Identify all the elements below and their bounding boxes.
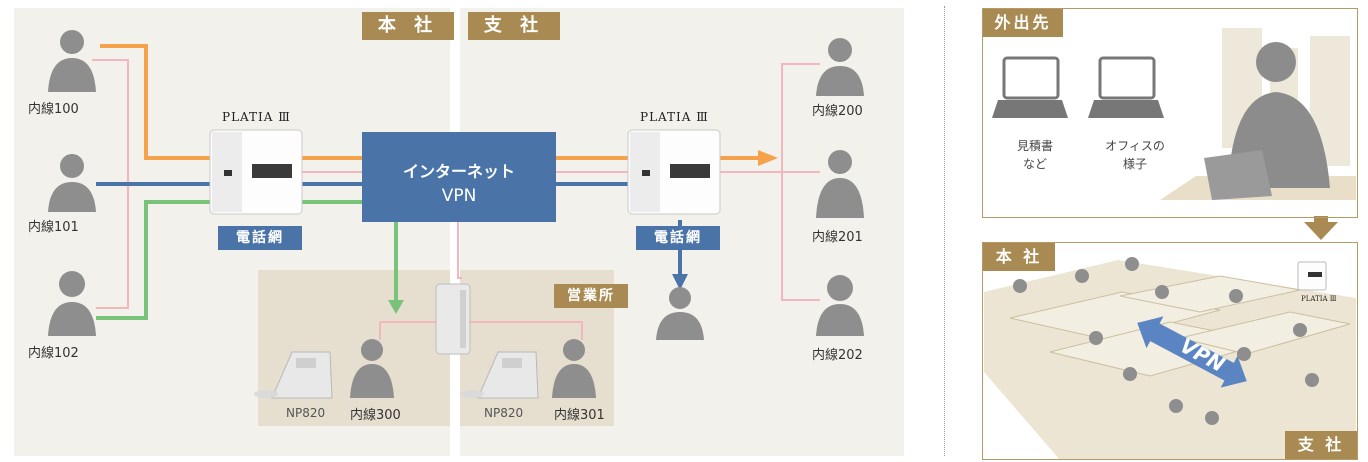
remote-location-label: 外出先 <box>983 9 1063 37</box>
laptop-caption: 見積書 など <box>1016 139 1053 171</box>
office-illustration-box: 本 社 支 社 VPN PLATIA Ⅲ <box>982 242 1358 460</box>
zone-label-shisha: 支 社 <box>468 12 560 40</box>
person-icon <box>552 339 596 398</box>
blue-arrow <box>672 274 688 290</box>
person-icon <box>656 287 704 340</box>
person-icon <box>816 38 864 96</box>
desk-phone-icon <box>460 351 539 399</box>
extension-label: 内線301 <box>554 408 605 423</box>
office-workers <box>1013 257 1319 425</box>
office-label-honsha: 本 社 <box>983 243 1055 271</box>
extension-label: 内線202 <box>812 348 863 363</box>
pbx-brand-label: PLATIA Ⅲ <box>222 110 291 124</box>
person-icon <box>350 339 394 398</box>
remote-location-box: 外出先 見積書 など オフィスの 様子 <box>982 8 1358 218</box>
zone-divider <box>450 8 460 456</box>
pbx-brand-label: PLATIA Ⅲ <box>1301 295 1337 303</box>
internet-subtitle: VPN <box>441 186 477 206</box>
green-arrow <box>388 300 404 314</box>
laptop-icon <box>992 56 1068 118</box>
vpn-double-arrow <box>1137 316 1247 388</box>
person-icon <box>48 271 96 336</box>
pink-branch-lan <box>380 321 583 340</box>
zone-label-sales-office: 営業所 <box>554 284 628 308</box>
desk-phone-icon <box>254 351 333 399</box>
internet-title: インターネット <box>402 162 515 181</box>
laptop-icon <box>1088 56 1164 118</box>
pbx-unit-shisha <box>627 129 721 215</box>
person-icon <box>48 154 96 212</box>
extension-label: 内線100 <box>28 102 79 117</box>
green-line-left <box>96 200 210 320</box>
extension-label: 内線200 <box>812 104 863 119</box>
zone-label-honsha: 本 社 <box>362 12 454 40</box>
phone-network-label: 電話網 <box>218 226 302 250</box>
pbx-brand-label: PLATIA Ⅲ <box>640 110 709 124</box>
pink-lines-right <box>718 63 820 301</box>
pink-line-to-router <box>457 222 462 279</box>
person-icon <box>816 150 864 218</box>
person-icon <box>48 30 96 92</box>
phone-network-label: 電話網 <box>636 226 720 250</box>
phone-model-label: NP820 <box>484 406 524 420</box>
extension-label: 内線201 <box>812 230 863 245</box>
orange-arrow <box>758 150 778 166</box>
office-label-shisha: 支 社 <box>1285 431 1357 459</box>
orange-line-left <box>100 44 210 160</box>
phone-model-label: NP820 <box>286 406 326 420</box>
pbx-unit-honsha <box>209 129 303 215</box>
extension-label: 内線300 <box>350 408 401 423</box>
laptop-icon <box>1204 150 1272 200</box>
extension-label: 内線102 <box>28 346 79 361</box>
router-icon <box>435 283 471 355</box>
down-arrow-icon <box>1304 222 1338 240</box>
extension-label: 内線101 <box>28 220 79 235</box>
person-icon <box>816 275 864 336</box>
vpn-arrow-label: VPN <box>1176 333 1229 377</box>
panel-divider <box>944 6 945 456</box>
internet-vpn-box: インターネット VPN <box>362 132 556 222</box>
laptop-caption: オフィスの 様子 <box>1105 139 1165 171</box>
